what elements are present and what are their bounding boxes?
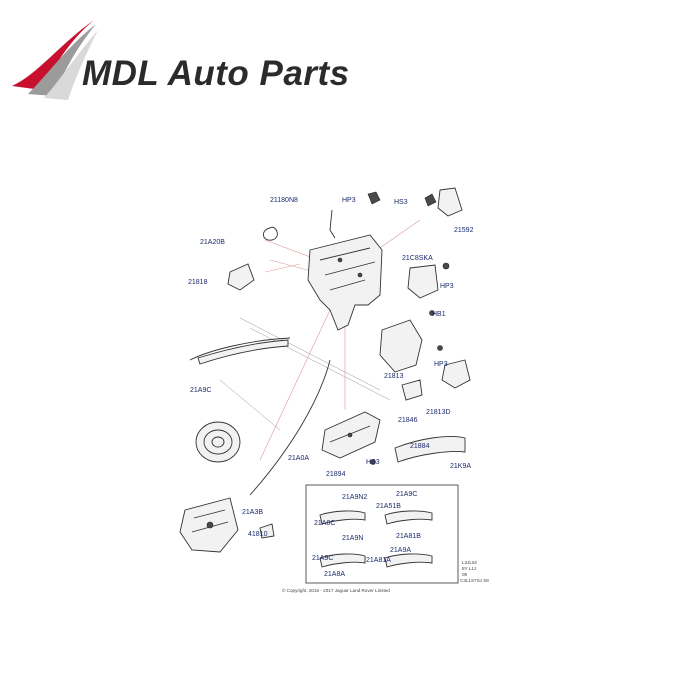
rod-part [329,209,336,239]
callout-label: 21813 [384,373,404,380]
footer-code: L3JL62 [462,560,478,565]
callout-label: 21A9A [390,547,411,554]
callout-label: 21A20B [200,239,225,246]
footer-code: C3L1S7SJ S8 [460,578,489,583]
callout-label: HB1 [432,311,446,318]
swoosh-logo-icon [12,20,98,100]
handle-carrier-part [321,411,381,459]
callout-label: 21A9C [396,491,417,498]
screw-part [424,193,437,207]
callout-label: 21A0A [288,455,309,462]
callout-label: 21A9C [190,387,211,394]
latch-bracket [307,234,383,331]
long-cable-part [249,359,331,496]
callout-label: 21180N8 [270,197,298,204]
diagram-footer: L3JL62 8Y L1J 08 C3L1S7SJ S8 © Copyright… [282,560,489,593]
callout-label: 21A8A [324,571,345,578]
footer-code: 8Y L1J [462,566,476,571]
exterior-handle-part [394,436,466,463]
callout-label: HP3 [342,197,356,204]
callout-label: 21A81B [396,533,421,540]
callout-label: 21A9C [312,555,333,562]
callout-label: HS3 [366,459,380,466]
callout-label: 21K9A [450,463,471,470]
actuator-part [379,319,423,373]
callout-label: 21818 [188,279,208,286]
cover-part [407,264,439,299]
brand-logo: MDL Auto Parts [8,14,368,104]
callout-label: 21A3B [242,509,263,516]
callout-label: 21A9N2 [342,494,367,501]
callout-label: HP3 [440,283,454,290]
clip-part [367,191,381,205]
callout-label: 21C8SKA [402,255,433,262]
handle-variants [319,510,433,568]
callout-label: 21A8C [314,520,335,527]
cable-coil-part [263,226,278,241]
exploded-parts-diagram: 21180N8 HP3 HS3 21592 21A20B 21818 21C8S… [179,187,489,593]
callout-label: 21846 [398,417,418,424]
lever-part [227,263,255,291]
retainer-part [401,379,423,401]
handle-variants-box [305,484,459,584]
callout-label: 41810 [248,531,268,538]
callout-label: 21A81A [366,557,391,564]
brand-text: MDL Auto Parts [82,54,350,93]
callout-labels: 21180N8 HP3 HS3 21592 21A20B 21818 21C8S… [188,197,474,578]
footer-code: 08 [462,572,468,577]
fastener-part [442,262,450,270]
callout-label: HS3 [394,199,408,206]
callout-label: 21A51B [376,503,401,510]
callout-label: 21592 [454,227,474,234]
lower-latch-part [179,497,239,553]
callout-label: 21A9N [342,535,363,542]
cable-part [189,337,291,361]
callout-label: 21813D [426,409,451,416]
copyright-text: © Copyright, 2016 - 2017 Jaguar Land Rov… [282,587,390,593]
callout-label: 21884 [410,443,430,450]
bracket-top-right [437,187,463,217]
round-latch-part [195,421,241,463]
callout-label: 21894 [326,471,346,478]
lock-cylinder-part [441,359,471,389]
callout-label: HP3 [434,361,448,368]
